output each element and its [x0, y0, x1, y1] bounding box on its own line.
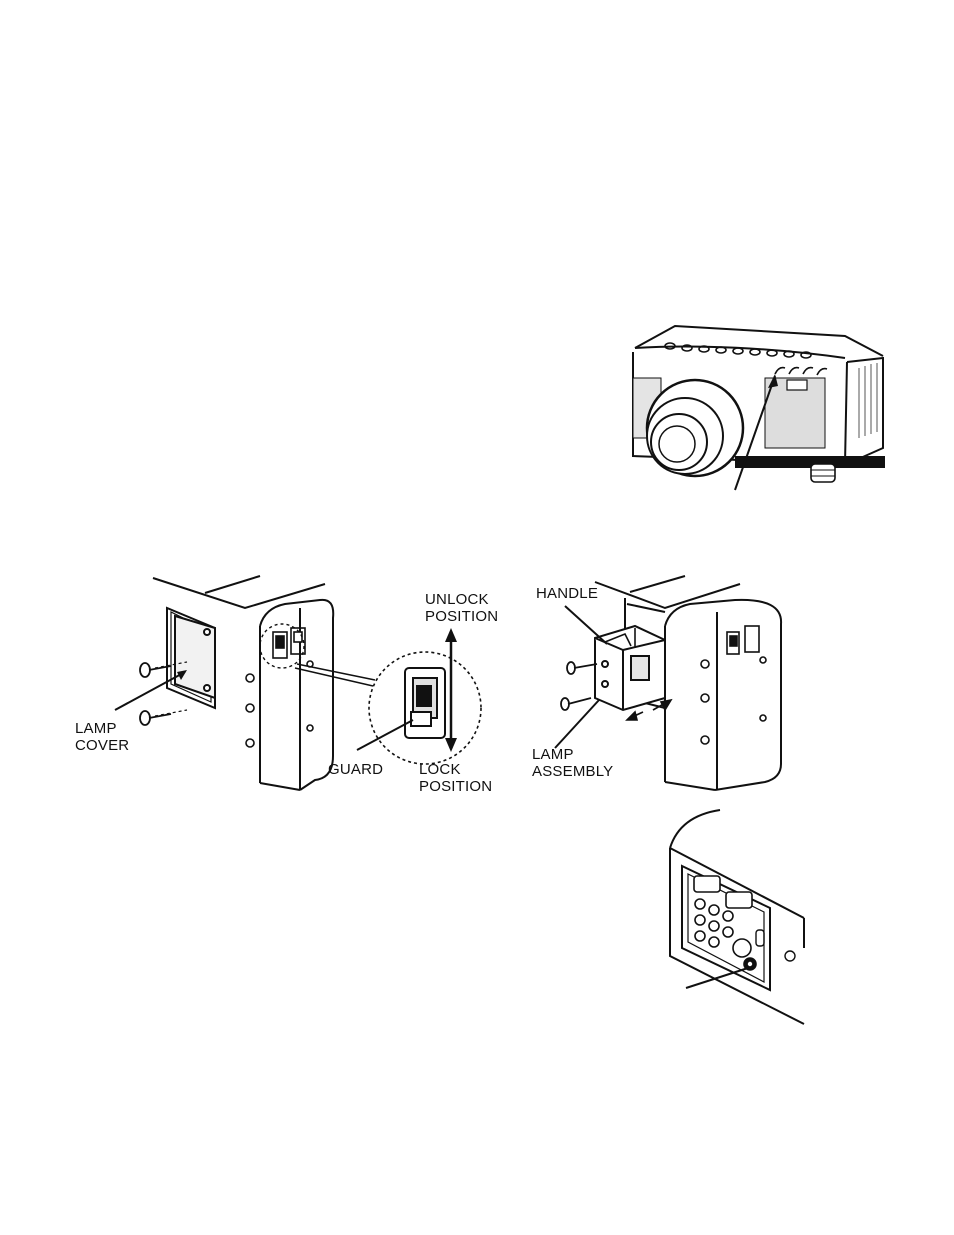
terminal-panel-figure [660, 808, 810, 1028]
screws-right [561, 662, 597, 710]
terminal-panel-illustration [660, 808, 810, 1028]
terminal-pointer [686, 968, 748, 988]
guard-switch [405, 668, 445, 738]
projector-front-illustration [615, 318, 885, 493]
handle-label: HANDLE [536, 585, 598, 602]
lock-position-label: LOCK POSITION [419, 761, 492, 795]
projector-front-figure [615, 318, 885, 493]
lamp-cover [175, 616, 215, 698]
handle-pointer [565, 606, 607, 644]
unlock-position-label: UNLOCK POSITION [425, 591, 498, 625]
lamp-assembly-label: LAMP ASSEMBLY [532, 746, 613, 780]
lamp-cover-label: LAMP COVER [75, 720, 129, 754]
lamp-assembly [595, 626, 665, 710]
guard-label: GUARD [328, 761, 383, 778]
